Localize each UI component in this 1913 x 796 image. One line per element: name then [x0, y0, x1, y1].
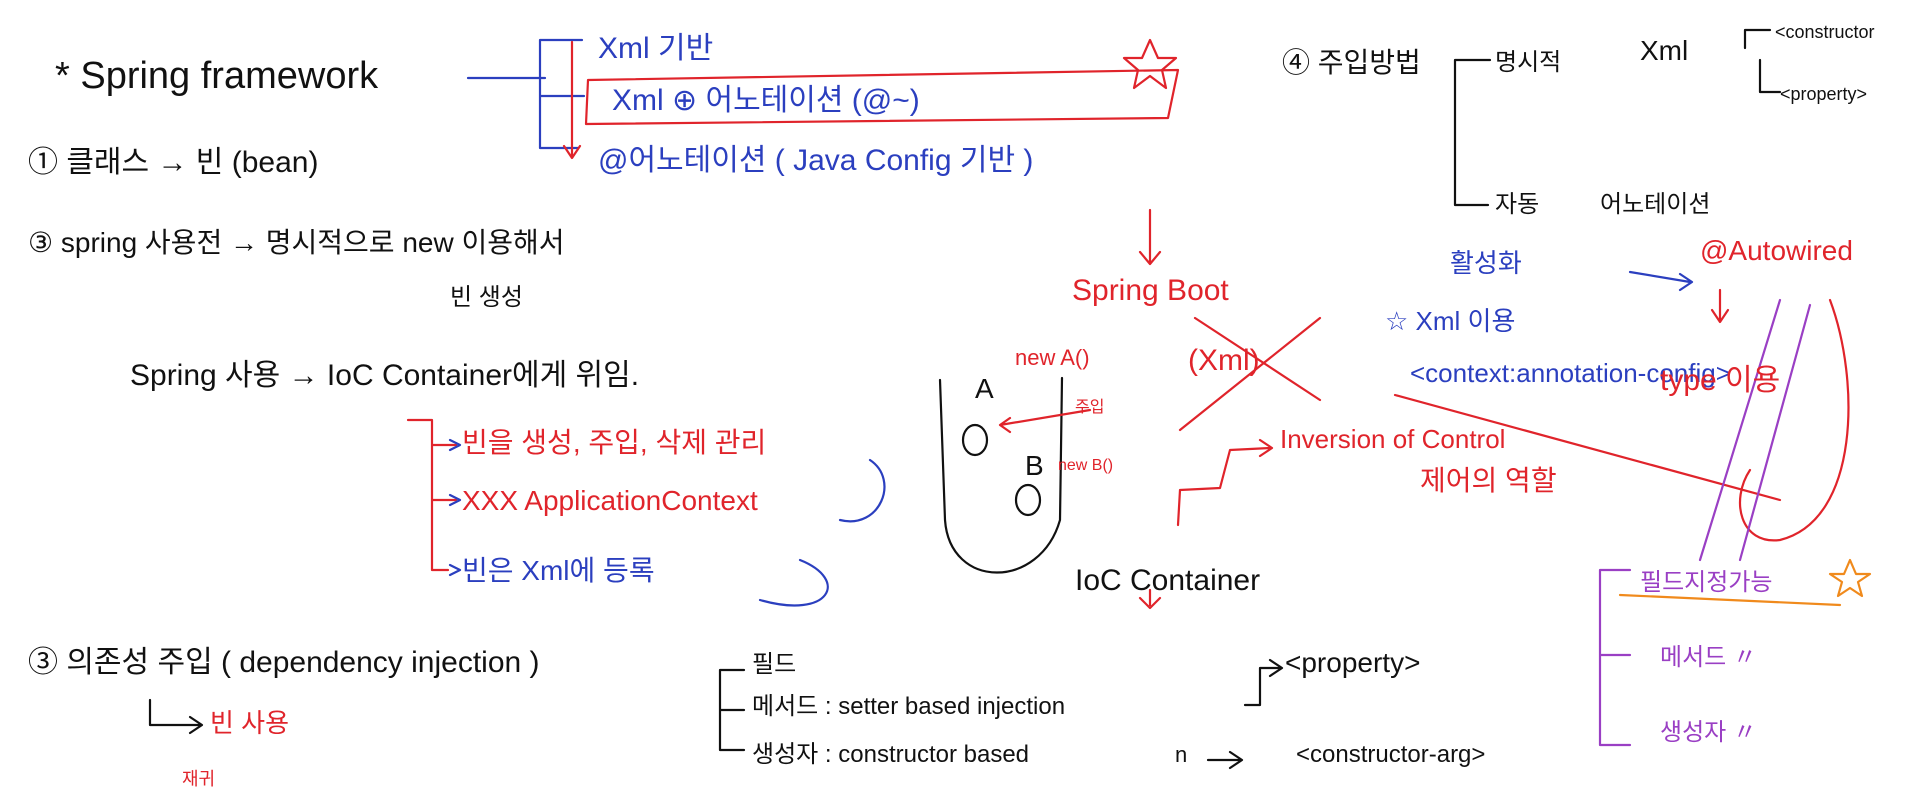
inj-type-use: type 이용 [1660, 364, 1780, 397]
inject-arrow [998, 408, 1092, 434]
ioc-to-container [1138, 588, 1162, 610]
purple-line [1698, 298, 1812, 562]
ioc-container-label: IoC Container [1075, 564, 1260, 597]
di-target-ctor: <constructor-arg> [1296, 741, 1485, 768]
circle-a [961, 423, 989, 457]
container-shape [938, 376, 1064, 574]
injection-tree [1453, 58, 1492, 207]
ioc-item-3: 빈은 Xml에 등록 [462, 555, 655, 586]
note-bin-use: 빈 사용 [210, 708, 289, 738]
inject-label: 주입 [1075, 398, 1104, 416]
ioc-role: 제어의 역할 [1420, 465, 1557, 496]
inj-explicit: 명시적 [1495, 49, 1561, 76]
curl-arrow-1 [838, 458, 886, 523]
di-ditto: n [1175, 742, 1187, 767]
inj-ctor: <constructor [1775, 22, 1875, 42]
di-arrow-1 [1243, 658, 1284, 707]
di-arrow-2 [1206, 750, 1244, 770]
note-spring-use: Spring 사용 → IoC Container에게 위임. [130, 359, 639, 392]
return-loop [1738, 298, 1850, 542]
branch-xml: Xml 기반 [598, 32, 713, 65]
di-type-ctor: 생성자 : constructor based [752, 741, 1029, 768]
spring-boot-label: Spring Boot [1072, 274, 1229, 307]
branch-bracket [538, 38, 586, 150]
note-class-bean: ① 클래스 → 빈 (bean) [28, 146, 318, 179]
ioc-item-2: XXX ApplicationContext [462, 485, 758, 516]
inj-ctor2: 생성자 〃 [1660, 719, 1757, 746]
inj-auto: 자동 [1495, 191, 1539, 218]
note-di: ③ 의존성 주입 ( dependency injection ) [28, 646, 540, 679]
boot-cross [1178, 316, 1322, 432]
ioc-arrow [1176, 438, 1274, 527]
di-tree [718, 668, 746, 752]
branch-annotation: @어노테이션 ( Java Config 기반 ) [598, 144, 1033, 177]
inj-xml-use: ☆ Xml 이용 [1385, 306, 1515, 336]
ioc-item-1: 빈을 생성, 주입, 삭제 관리 [462, 427, 766, 458]
note-recursion: 재귀 [182, 769, 215, 789]
inj-ctx: <context:annotation-config> [1410, 358, 1731, 388]
note-bin-create: 빈 생성 [450, 284, 523, 311]
bin-arrow [148, 698, 204, 735]
inj-autowired: @Autowired [1700, 235, 1853, 266]
circle-b [1014, 483, 1042, 517]
inj-field-ok: 필드지정가능 [1640, 569, 1772, 596]
star-mark [1122, 38, 1178, 90]
di-type-method: 메서드 : setter based injection [752, 693, 1065, 720]
label-b: B [1025, 450, 1044, 481]
inj-annot: 어노테이션 [1600, 191, 1710, 218]
new-a-label: new A() [1015, 345, 1090, 370]
curl-arrow-2 [758, 558, 829, 607]
ctx-strike [1393, 393, 1782, 502]
orange-stars [1828, 558, 1872, 598]
inj-method: 메서드 〃 [1660, 644, 1757, 671]
ioc-inversion: Inversion of Control [1280, 424, 1505, 454]
inj-activate: 활성화 [1450, 248, 1522, 278]
ioc-list-bracket [406, 418, 458, 572]
ioc-inversion-text: Inversion of Control [1280, 424, 1505, 454]
label-a: A [975, 373, 994, 404]
inj-prop: <property> [1780, 84, 1867, 104]
boot-xml-label: (Xml) [1188, 344, 1260, 377]
branch-down-arrow [562, 40, 582, 160]
injection-header: ④ 주입방법 [1282, 47, 1421, 78]
new-b-label: new B() [1058, 457, 1113, 474]
page-title: * Spring framework [55, 55, 379, 97]
di-type-field: 필드 [752, 651, 796, 678]
mixed-highlight [584, 68, 1180, 126]
inj-xml: Xml [1640, 35, 1688, 66]
autowired-down [1710, 288, 1730, 324]
purple-bracket [1598, 568, 1632, 747]
orange-line [1618, 593, 1842, 607]
branch-mixed: Xml ⊕ 어노테이션 (@~) [612, 84, 920, 117]
di-target-property: <property> [1285, 647, 1420, 678]
boot-arrow [1138, 208, 1162, 266]
note-before-spring: ③ spring 사용전 → 명시적으로 new 이용해서 [28, 227, 565, 258]
activate-arrow [1628, 270, 1694, 292]
